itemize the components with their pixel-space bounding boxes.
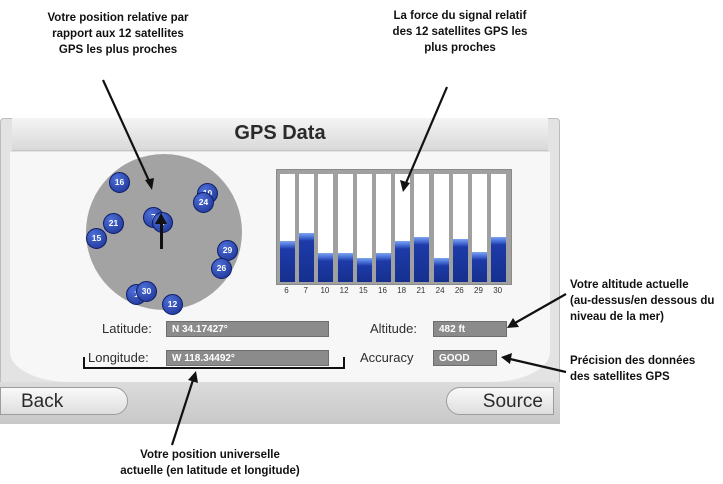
signal-bar-label: 30 (493, 286, 503, 295)
signal-bar (491, 174, 507, 282)
signal-bar (395, 174, 411, 282)
signal-bar-label: 24 (435, 286, 445, 295)
signal-bar-fill (356, 258, 372, 282)
satellite-marker: 24 (193, 192, 214, 213)
signal-bar-label: 15 (358, 286, 368, 295)
callout-signal-strength: La force du signal relatif des 12 satell… (392, 10, 528, 54)
signal-bar-label: 6 (284, 286, 289, 295)
signal-strength-chart (276, 169, 512, 285)
leader-universal-head (188, 371, 198, 383)
accuracy-value: GOOD (433, 350, 497, 366)
callout-relative-position: Votre position relative par rapport aux … (47, 12, 189, 56)
lat-long-bracket (83, 357, 345, 369)
signal-bar (280, 174, 295, 282)
signal-bar-fill (299, 233, 315, 282)
satellite-marker: 21 (103, 213, 124, 234)
signal-bar-label: 29 (474, 286, 483, 295)
satellite-marker: 30 (136, 281, 157, 302)
signal-bar (356, 174, 372, 282)
signal-bar (433, 174, 449, 282)
signal-bar-fill (318, 252, 334, 282)
page-title: GPS Data (234, 122, 326, 144)
signal-bar (299, 174, 315, 282)
signal-bar-label: 26 (454, 286, 464, 295)
title-bar: GPS Data (12, 118, 548, 151)
signal-bar (472, 174, 487, 282)
signal-bar-label: 7 (303, 286, 308, 295)
heading-arrow-icon (155, 213, 167, 224)
satellite-marker: 16 (109, 172, 130, 193)
signal-bar-fill (414, 236, 430, 282)
leader-altitude (514, 293, 567, 324)
accuracy-label: Accuracy (360, 350, 414, 365)
signal-bar-fill (491, 236, 507, 282)
callout-universal-position: Votre position universelle actuelle (en … (120, 449, 300, 477)
signal-bar (376, 174, 391, 282)
signal-bar-fill (337, 252, 353, 282)
latitude-label: Latitude: (102, 321, 152, 336)
callout-altitude: Votre altitude actuelle (au-dessus/en de… (570, 279, 715, 323)
signal-bar-label: 10 (320, 286, 330, 295)
leader-relative-head (145, 178, 154, 190)
signal-bar-label: 21 (416, 286, 426, 295)
signal-bar (318, 174, 334, 282)
satellite-marker: 26 (211, 258, 232, 279)
signal-bar-fill (452, 238, 468, 282)
leader-signal-head (400, 180, 410, 192)
heading-arrow-shaft (160, 223, 163, 249)
signal-bar-fill (395, 240, 411, 282)
altitude-label: Altitude: (370, 321, 417, 336)
leader-signal (404, 86, 449, 184)
signal-bar-fill (280, 240, 295, 282)
back-button[interactable]: Back (0, 387, 128, 415)
signal-bar-label: 18 (397, 286, 407, 295)
signal-bar-fill (376, 252, 391, 282)
source-button[interactable]: Source (446, 387, 554, 415)
callout-accuracy: Précision des données des satellites GPS (570, 355, 696, 383)
leader-relative (101, 79, 152, 184)
signal-bar-fill (472, 251, 487, 282)
altitude-value: 482 ft (433, 321, 507, 337)
leader-universal (170, 379, 195, 446)
satellite-marker: 12 (162, 294, 183, 315)
signal-bar-label: 16 (378, 286, 387, 295)
signal-bar-label: 12 (339, 286, 349, 295)
signal-bar (452, 174, 468, 282)
signal-bar (414, 174, 430, 282)
longitude-label: Longitude: (88, 350, 149, 365)
signal-bar-fill (433, 258, 449, 282)
satellite-marker: 15 (86, 228, 107, 249)
leader-altitude-head (507, 318, 519, 328)
leader-accuracy (509, 357, 567, 374)
signal-bar (337, 174, 353, 282)
latitude-value: N 34.17427° (166, 321, 329, 337)
longitude-value: W 118.34492° (166, 350, 329, 366)
leader-accuracy-head (501, 353, 512, 364)
